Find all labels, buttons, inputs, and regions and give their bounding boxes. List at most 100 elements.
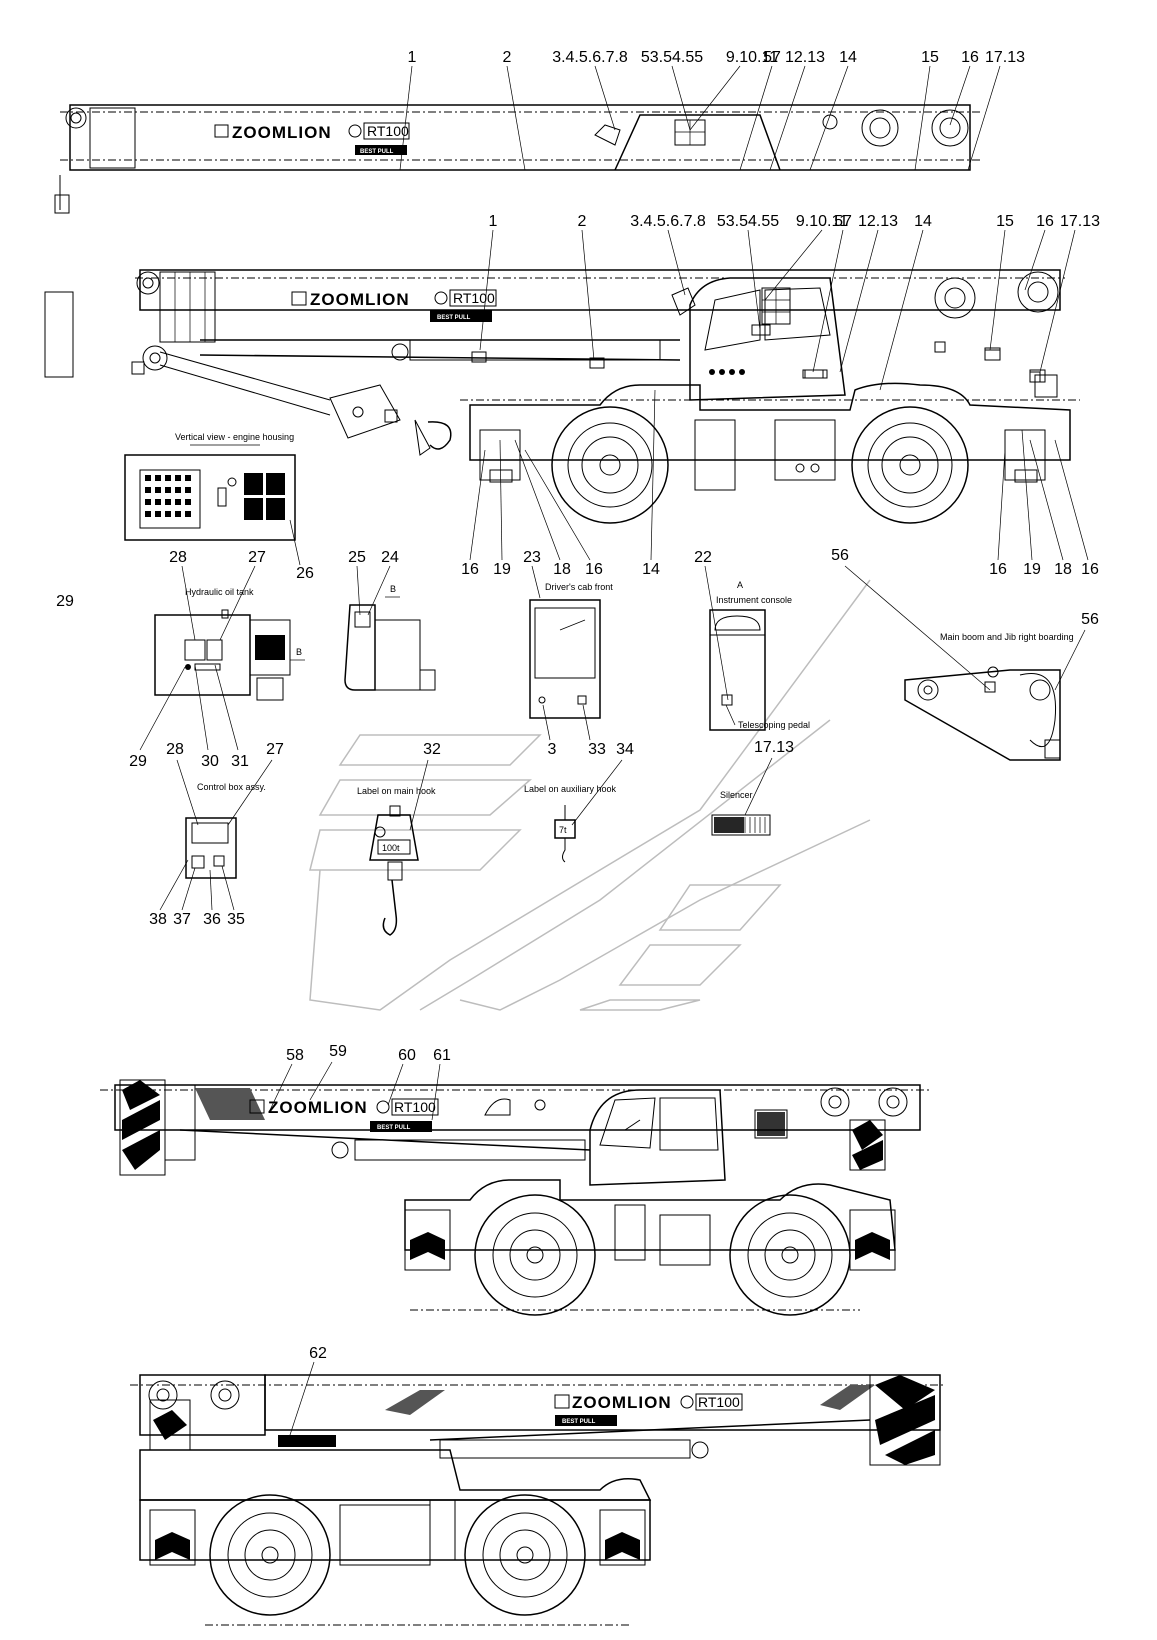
- side-callouts-top: 1 2 3.4.5.6.7.8 53.54.55 9.10.11 57 12.1…: [479, 213, 1100, 391]
- detail-b: 25 24 B: [344, 549, 436, 691]
- callout: 59: [329, 1043, 347, 1060]
- callout: 18: [553, 561, 571, 578]
- silencer-detail: 17.13 Silencer: [711, 739, 794, 836]
- callout: 57: [763, 49, 781, 66]
- section-mark: B: [296, 647, 302, 657]
- callout: 9.10.11: [796, 213, 848, 230]
- callout: 60: [398, 1047, 416, 1064]
- callout: 3.4.5.6.7.8: [630, 213, 706, 230]
- right-model: RT100: [698, 1394, 740, 1410]
- callout: 24: [381, 549, 399, 566]
- caption: Control box assy.: [197, 782, 266, 792]
- callout: 30: [201, 753, 219, 770]
- callout: 53.54.55: [717, 213, 779, 230]
- callout: 2: [578, 213, 587, 230]
- callout: 17.13: [1060, 213, 1100, 230]
- caption: Main boom and Jib right boarding: [940, 632, 1074, 642]
- left-side-view: ZOOMLION RT100 BEST PULL: [100, 1079, 930, 1316]
- right-callouts: 62: [289, 1345, 327, 1436]
- callout: 26: [296, 565, 314, 582]
- callout: 16: [585, 561, 603, 578]
- callout: 19: [1023, 561, 1041, 578]
- callout: 56: [1081, 611, 1099, 628]
- top-warning: BEST PULL: [360, 149, 394, 155]
- top-model: RT100: [367, 123, 409, 139]
- side-callouts-bottom: 16 19 18 16 14 16 19 18 16: [461, 389, 1099, 578]
- callout: 9.10.11: [726, 49, 778, 66]
- caption: Silencer: [720, 790, 753, 800]
- control-box-detail: 28 27 Control box assy. 38 37 36 35: [149, 741, 284, 928]
- callout: 16: [961, 49, 979, 66]
- callout: 31: [231, 753, 249, 770]
- callout: 58: [286, 1047, 304, 1064]
- callout: 29: [129, 753, 147, 770]
- callout: 27: [248, 549, 266, 566]
- right-logo: ZOOMLION: [572, 1393, 672, 1412]
- section-mark: B: [390, 584, 396, 594]
- main-boom-jib-detail: 56 56 Main boom and Jib right boarding: [831, 547, 1099, 761]
- top-view: ZOOMLION RT100 BEST PULL: [54, 104, 980, 214]
- callout: 25: [348, 549, 366, 566]
- side-logo: ZOOMLION: [310, 290, 410, 309]
- callout: 15: [996, 213, 1014, 230]
- caption: Hydraulic oil tank: [185, 587, 254, 597]
- callout: 17.13: [754, 739, 794, 756]
- instrument-console-detail: 22 A Instrument console Telescoping peda…: [694, 549, 810, 731]
- callout: 61: [433, 1047, 451, 1064]
- caption: Label on auxiliary hook: [524, 784, 617, 794]
- callout: 19: [493, 561, 511, 578]
- drivers-cab-detail: 23 Driver's cab front 3 33: [523, 549, 613, 758]
- left-callouts: 58 59 60 61: [269, 1043, 451, 1121]
- right-side-view: ZOOMLION RT100 BEST PULL: [130, 1374, 945, 1626]
- callout: 35: [227, 911, 245, 928]
- caption: Driver's cab front: [545, 582, 613, 592]
- callout: 2: [503, 49, 512, 66]
- callout: 1: [408, 49, 417, 66]
- side-warning: BEST PULL: [437, 315, 471, 321]
- callout: 56: [831, 547, 849, 564]
- callout: 32: [423, 741, 441, 758]
- callout: 12.13: [785, 49, 825, 66]
- callout: 12.13: [858, 213, 898, 230]
- callout: 33: [588, 741, 606, 758]
- engine-housing-detail: Vertical view - engine housing 26: [124, 432, 314, 582]
- callout: 16: [1036, 213, 1054, 230]
- callout: 28: [169, 549, 187, 566]
- section-mark: A: [737, 580, 743, 590]
- callout: 15: [921, 49, 939, 66]
- callout: 57: [834, 213, 852, 230]
- callout: 28: [166, 741, 184, 758]
- top-callouts: 1 2 3.4.5.6.7.8 53.54.55 9.10.11 57 12.1…: [399, 49, 1025, 171]
- hydraulic-tank-detail: 28 27 Hydraulic oil tank B 29 30 31: [129, 549, 305, 770]
- caption: Label on main hook: [357, 786, 436, 796]
- side-view: ZOOMLION RT100 BEST PULL: [44, 269, 1080, 524]
- callout: 38: [149, 911, 167, 928]
- callout: 16: [1081, 561, 1099, 578]
- left-warning: BEST PULL: [377, 1125, 411, 1131]
- callout: 62: [309, 1345, 327, 1362]
- callout: 17.13: [985, 49, 1025, 66]
- callout: 1: [489, 213, 498, 230]
- callout: 53.54.55: [641, 49, 703, 66]
- left-model: RT100: [394, 1099, 436, 1115]
- callout: 16: [989, 561, 1007, 578]
- callout: 14: [642, 561, 660, 578]
- callout: 14: [914, 213, 932, 230]
- top-logo: ZOOMLION: [232, 123, 332, 142]
- callout: 18: [1054, 561, 1072, 578]
- left-logo: ZOOMLION: [268, 1098, 368, 1117]
- main-hook-detail: 32 Label on main hook 100t: [357, 741, 441, 936]
- side-model: RT100: [453, 290, 495, 306]
- callout: 3: [548, 741, 557, 758]
- callout: 37: [173, 911, 191, 928]
- right-warning: BEST PULL: [562, 1419, 596, 1425]
- callout: 29: [56, 593, 74, 610]
- caption: Vertical view - engine housing: [175, 432, 294, 442]
- watermark: [309, 579, 871, 1011]
- hook-label: 7t: [559, 825, 567, 835]
- callout: 23: [523, 549, 541, 566]
- callout: 14: [839, 49, 857, 66]
- callout: 22: [694, 549, 712, 566]
- callout: 3.4.5.6.7.8: [552, 49, 628, 66]
